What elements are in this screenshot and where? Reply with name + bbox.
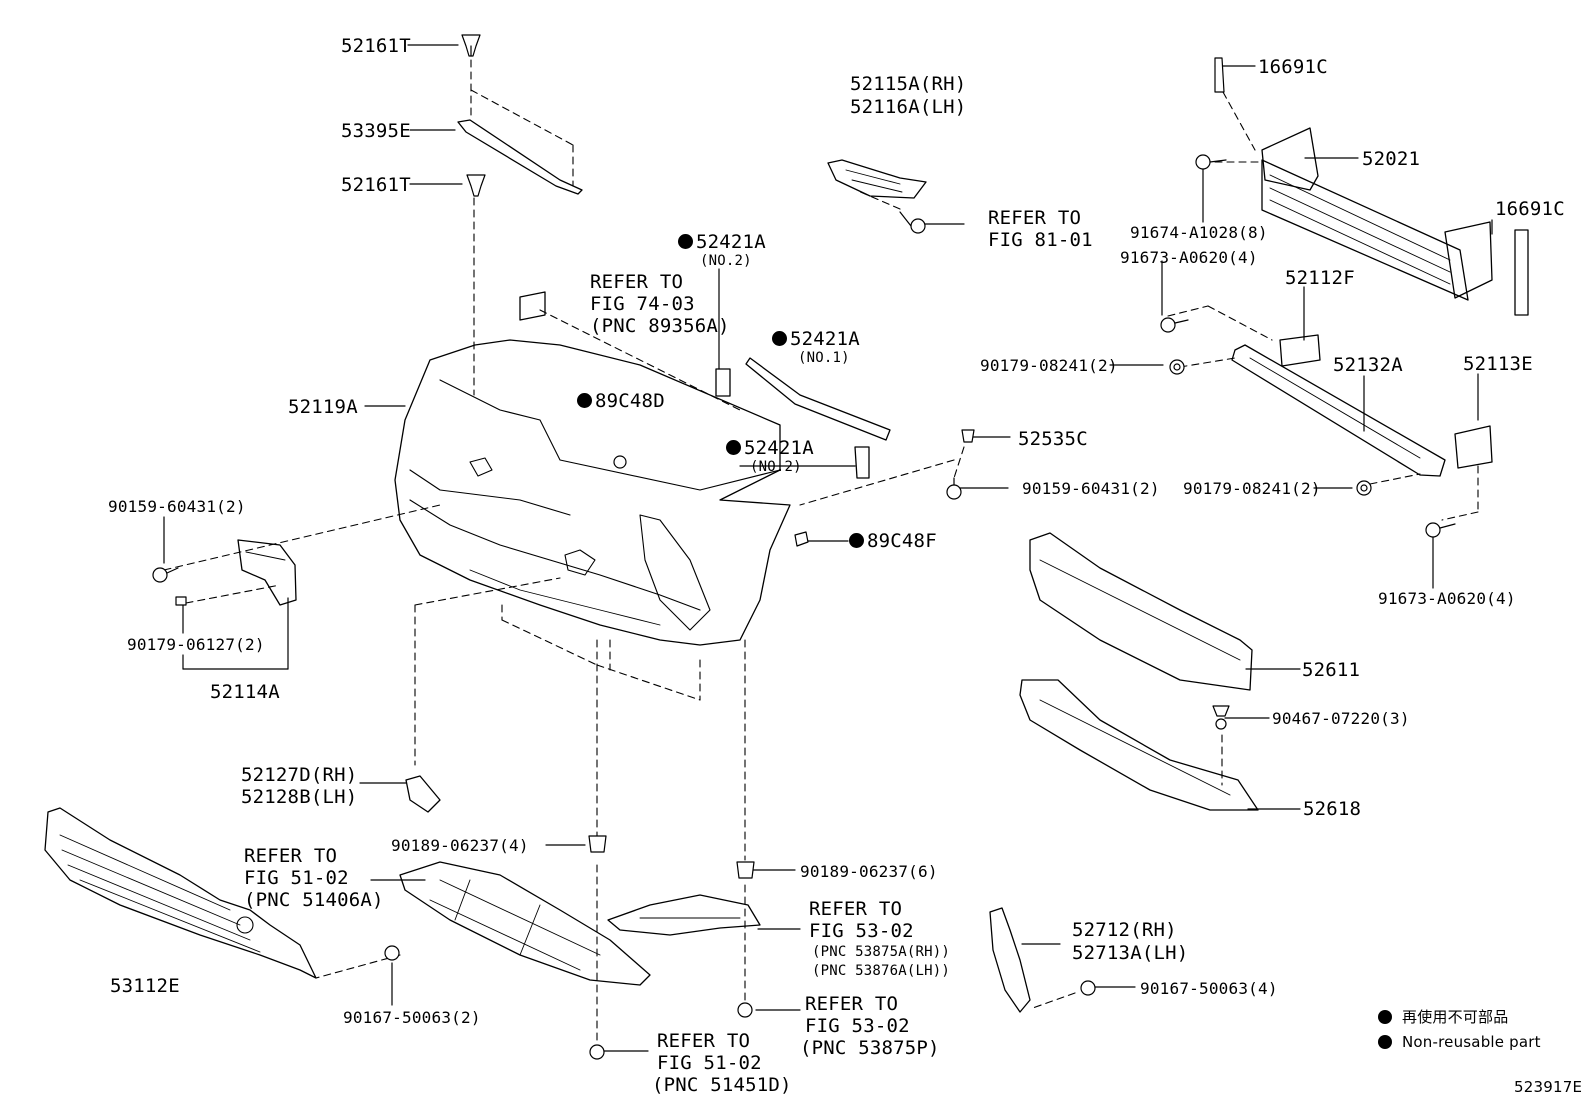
label-52132a: 52132A (1333, 354, 1403, 376)
ref-74-line2: FIG 74-03 (590, 293, 695, 315)
label-52112f: 52112F (1285, 267, 1355, 289)
label-52618: 52618 (1303, 798, 1362, 820)
label-90179-06127: 90179-06127(2) (127, 635, 265, 654)
label-91673-top: 91673-A0620(4) (1120, 248, 1258, 267)
label-no2-bot: (NO.2) (750, 459, 802, 475)
label-52128b: 52128B(LH) (241, 786, 358, 808)
label-52116a: 52116A(LH) (850, 96, 967, 118)
label-90189-4: 90189-06237(4) (391, 836, 529, 855)
ref-51b-line3: (PNC 51451D) (652, 1074, 792, 1096)
label-no2-top: (NO.2) (700, 253, 752, 269)
legend-dot (1378, 1035, 1392, 1049)
ref-81-line1: REFER TO (988, 207, 1082, 229)
label-90467: 90467-07220(3) (1272, 709, 1410, 728)
ref-53a-line3: (PNC 53875A(RH)) (812, 944, 951, 960)
label-90167-left: 90167-50063(2) (343, 1008, 481, 1027)
ref-51b-line1: REFER TO (657, 1030, 751, 1052)
label-89c48d: 89C48D (577, 390, 665, 412)
label-90159-right: 90159-60431(2) (1022, 479, 1160, 498)
label-53395e: 53395E (341, 120, 411, 142)
label-90179-08241-a: 90179-08241(2) (980, 356, 1118, 375)
label-52161t-top: 52161T (341, 35, 411, 57)
legend-en: Non-reusable part (1378, 1031, 1541, 1053)
label-90167-right: 90167-50063(4) (1140, 979, 1278, 998)
label-52611: 52611 (1302, 659, 1361, 681)
non-reusable-dot (772, 331, 787, 346)
label-16691c-right: 16691C (1495, 198, 1565, 220)
ref-53b-line3: (PNC 53875P) (800, 1037, 940, 1059)
ref-53a-line1: REFER TO (809, 898, 903, 920)
fasteners (152, 34, 1456, 1060)
label-52161t-mid: 52161T (341, 174, 411, 196)
label-90189-6: 90189-06237(6) (800, 862, 938, 881)
label-52127d: 52127D(RH) (241, 764, 358, 786)
label-52535c: 52535C (1018, 428, 1088, 450)
label-52119a: 52119A (288, 396, 358, 418)
ref-51-line2: FIG 51-02 (244, 867, 349, 889)
label-89c48f: 89C48F (849, 530, 937, 552)
non-reusable-dot (577, 393, 592, 408)
ref-53a-line2: FIG 53-02 (809, 920, 914, 942)
ref-51-line1: REFER TO (244, 845, 338, 867)
label-52021: 52021 (1362, 148, 1421, 170)
ref-74-line1: REFER TO (590, 271, 684, 293)
ref-53b-line1: REFER TO (805, 993, 899, 1015)
label-90159-left: 90159-60431(2) (108, 497, 246, 516)
non-reusable-dot (726, 440, 741, 455)
label-52713a: 52713A(LH) (1072, 942, 1189, 964)
label-52712: 52712(RH) (1072, 919, 1177, 941)
legend-dot (1378, 1010, 1392, 1024)
ref-53a-line4: (PNC 53876A(LH)) (812, 963, 951, 979)
non-reusable-dot (849, 533, 864, 548)
legend-jp: 再使用不可部品 (1378, 1006, 1508, 1028)
non-reusable-dot (678, 234, 693, 249)
part-shapes (44, 119, 1529, 1013)
label-91674: 91674-A1028(8) (1130, 223, 1268, 242)
label-53112e: 53112E (110, 975, 180, 997)
label-91673-bot: 91673-A0620(4) (1378, 589, 1516, 608)
label-52421a-no1: 52421A (772, 328, 860, 350)
ref-74-line3: (PNC 89356A) (590, 315, 730, 337)
label-52421a-no2-bot: 52421A (726, 437, 814, 459)
label-52114a: 52114A (210, 681, 280, 703)
dashed-lines (163, 59, 1479, 1043)
ref-81-line2: FIG 81-01 (988, 229, 1093, 251)
label-no1: (NO.1) (798, 350, 850, 366)
label-52115a: 52115A(RH) (850, 73, 967, 95)
ref-53b-line2: FIG 53-02 (805, 1015, 910, 1037)
label-52421a-no2-top: 52421A (678, 231, 766, 253)
label-52113e: 52113E (1463, 353, 1533, 375)
label-16691c-top: 16691C (1258, 56, 1328, 78)
ref-51-line3: (PNC 51406A) (244, 889, 384, 911)
label-90179-08241-b: 90179-08241(2) (1183, 479, 1321, 498)
ref-51b-line2: FIG 51-02 (657, 1052, 762, 1074)
diagram-code: 523917E (1514, 1078, 1583, 1096)
